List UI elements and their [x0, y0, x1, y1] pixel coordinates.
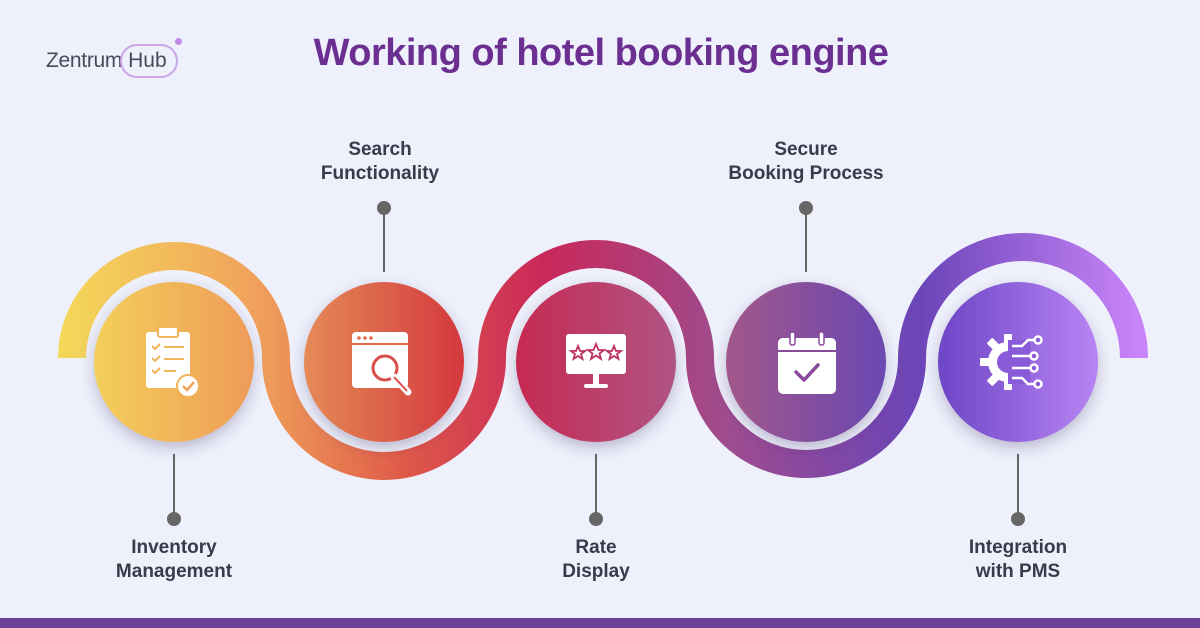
- step-label-pms-line2: with PMS: [975, 561, 1061, 582]
- step-label-inventory-line1: Inventory: [131, 537, 217, 558]
- step-label-search-line1: Search: [348, 139, 412, 160]
- step-label-rate-line2: Display: [562, 561, 630, 582]
- logo-dot: [174, 38, 182, 45]
- connector-pms: [1011, 454, 1025, 526]
- step-label-booking-line2: Booking Process: [728, 163, 884, 184]
- connector-rate: [589, 454, 603, 526]
- monitor-stars-icon: [566, 334, 626, 388]
- connector-search: [377, 201, 391, 272]
- step-label-search-line2: Functionality: [320, 163, 440, 184]
- step-label-inventory-line2: Management: [115, 561, 233, 582]
- step-label-search: Search Functionality: [270, 138, 490, 186]
- footer-bar: [0, 618, 1200, 628]
- gear-circuit-icon: [980, 334, 1043, 390]
- zentrum-hub-logo: Zentrum Hub: [46, 38, 182, 78]
- clipboard-check-icon: [146, 326, 200, 398]
- logo-word-hub: Hub: [128, 49, 167, 72]
- connector-inventory: [167, 454, 181, 526]
- step-label-booking: Secure Booking Process: [696, 138, 916, 186]
- logo-word-zentrum: Zentrum: [46, 49, 123, 72]
- browser-search-icon: [352, 332, 412, 396]
- step-label-rate-line1: Rate: [575, 537, 617, 558]
- connector-booking: [799, 201, 813, 272]
- step-label-pms: Integration with PMS: [908, 536, 1128, 584]
- step-label-booking-line1: Secure: [774, 139, 838, 160]
- step-label-rate: Rate Display: [486, 536, 706, 584]
- page-title: Working of hotel booking engine: [313, 32, 889, 74]
- logo-ring: Hub: [120, 38, 182, 78]
- step-label-pms-line1: Integration: [968, 537, 1068, 558]
- step-label-inventory: Inventory Management: [64, 536, 284, 584]
- wave-band: [58, 233, 1148, 480]
- calendar-check-icon: [778, 331, 836, 394]
